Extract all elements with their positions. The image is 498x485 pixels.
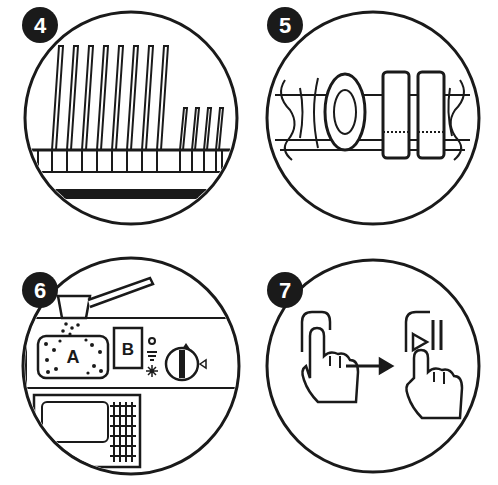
rack-tine	[142, 46, 153, 172]
callout-number: 4	[34, 15, 46, 37]
rack-tine	[127, 46, 138, 172]
grille-bar	[110, 405, 136, 407]
rack-tine	[97, 46, 108, 172]
rack-tine	[82, 46, 93, 172]
grille-bar	[113, 402, 115, 462]
panel-circle	[267, 12, 479, 224]
detergent-dispenser	[26, 278, 246, 467]
grille-bar	[131, 402, 133, 462]
rack-tine	[180, 108, 187, 172]
grille-bar	[110, 435, 136, 437]
compartment-label: B	[122, 341, 134, 358]
callout-number: 5	[279, 15, 291, 37]
rack-tine	[67, 46, 78, 172]
detergent-dots	[44, 338, 103, 374]
panel-circle	[267, 260, 479, 472]
rack-tine	[204, 108, 211, 172]
grille-bar	[110, 455, 136, 457]
dish-rack	[30, 46, 230, 198]
callout-number: 6	[34, 280, 46, 302]
callout-badge	[22, 7, 303, 308]
loaded-rack	[275, 72, 470, 160]
compartment-label: A	[67, 348, 80, 366]
rack-tine	[112, 46, 123, 172]
grille-bar	[110, 415, 136, 417]
rack-tine	[157, 46, 168, 172]
start-button-hands	[302, 312, 462, 418]
panel-circle	[25, 12, 237, 224]
grille-bar	[110, 445, 136, 447]
grille-bar	[110, 425, 136, 427]
rack-tine	[216, 108, 223, 172]
rack-tine	[52, 46, 63, 172]
callout-number: 7	[279, 280, 291, 302]
grille-bar	[119, 402, 121, 462]
grille-bar	[125, 402, 127, 462]
rack-tine	[192, 108, 199, 172]
